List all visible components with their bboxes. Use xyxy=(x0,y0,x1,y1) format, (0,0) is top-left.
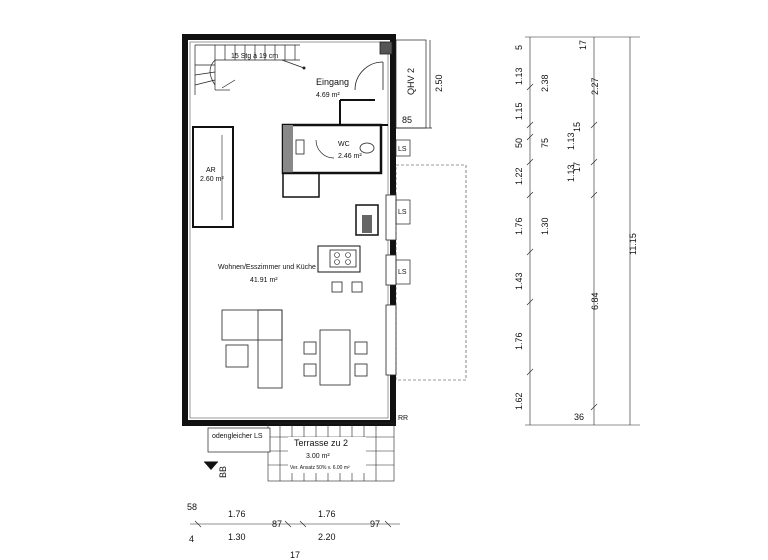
dim-b1-1: 1.76 xyxy=(228,509,246,519)
dim-b2-2: 2.20 xyxy=(318,532,336,542)
dim-b3-0: 17 xyxy=(290,550,300,560)
terrasse-area: 3.00 m² xyxy=(306,453,330,460)
ls-markers xyxy=(395,139,411,285)
dim-r2-0: 2.38 xyxy=(540,74,550,92)
ar-area: 2.60 m² xyxy=(200,176,224,183)
dim-r1-1: 1.13 xyxy=(514,67,524,85)
dim-b1-0: 58 xyxy=(187,502,197,512)
dim-r2-4: 6.84 xyxy=(590,292,600,310)
kitchen-island xyxy=(317,245,361,273)
living-label: Wohnen/Esszimmer und Küche xyxy=(218,264,316,271)
dim-b1-2: 87 xyxy=(272,519,282,529)
ar-label: AR xyxy=(206,167,216,174)
dim-r1-0: 5 xyxy=(514,45,524,50)
section-marker-icon xyxy=(204,461,218,470)
right-wall-windows xyxy=(385,194,397,376)
dim-r1-7: 1.76 xyxy=(514,332,524,350)
dim-total: 11.15 xyxy=(628,233,638,255)
dim-b2-1: 1.30 xyxy=(228,532,246,542)
sofa-icon xyxy=(221,309,283,389)
dim-r1-4: 1.22 xyxy=(514,167,524,185)
eingang-label: Eingang xyxy=(316,77,349,87)
stairs-label: 15 Stg à 19 cm xyxy=(231,53,278,60)
dim-r2-2: 1.13 xyxy=(566,164,576,182)
bar-stool-2 xyxy=(351,281,363,293)
ls-label-3: LS xyxy=(398,269,407,276)
terrasse-note: Ver. Ansatz 50% v. 6.00 m² xyxy=(290,465,350,471)
bodengleich-box xyxy=(207,427,271,453)
dim-r3-0: 17 xyxy=(578,40,588,50)
living-area: 41.91 m² xyxy=(250,277,278,284)
dim-r2-1: 75 xyxy=(540,138,550,148)
dim-r2-5: 36 xyxy=(574,412,584,422)
wc-sink-icon xyxy=(295,139,305,155)
eingang-area: 4.69 m² xyxy=(316,92,340,99)
dim-r3-3: 1.13 xyxy=(566,132,576,150)
dim-r3-4: 17 xyxy=(572,162,582,172)
dim-r2-3: 1.30 xyxy=(540,217,550,235)
terrasse-label: Terrasse zu 2 xyxy=(294,438,348,448)
dimension-lines-bottom xyxy=(190,520,400,528)
wc-label: WC xyxy=(338,141,350,148)
toilet-icon xyxy=(359,142,375,154)
dimension-lines-right xyxy=(525,36,640,426)
dim-r3-1: 2.27 xyxy=(590,77,600,95)
cooktop-icon xyxy=(329,249,357,268)
bodengleich-label: odengleicher LS xyxy=(212,433,263,440)
qhv-dim-85: 85 xyxy=(402,115,412,125)
dim-r1-2: 1.15 xyxy=(514,102,524,120)
bar-stool-1 xyxy=(331,281,343,293)
wc-wall-block xyxy=(283,125,293,173)
qhv-dim-2-50: 2.50 xyxy=(434,74,444,92)
qhv-label: QHV 2 xyxy=(406,68,416,95)
dim-r1-3: 50 xyxy=(514,138,524,148)
rr-label: RR xyxy=(398,415,408,422)
front-door xyxy=(354,41,393,91)
qhv-box xyxy=(395,39,432,129)
dim-r3-2: 15 xyxy=(572,122,582,132)
kitchen-sink-icon xyxy=(362,215,372,233)
dim-r1-6: 1.43 xyxy=(514,272,524,290)
ls-label-1: LS xyxy=(398,146,407,153)
dim-b1-3: 1.76 xyxy=(318,509,336,519)
stair-arrow xyxy=(281,59,305,69)
outer-walls xyxy=(182,34,396,426)
section-label: BB xyxy=(218,466,228,478)
staircase xyxy=(194,44,300,95)
kitchen-block xyxy=(282,172,379,236)
ls-label-2: LS xyxy=(398,209,407,216)
entrance-walls xyxy=(339,99,388,126)
wc-walls xyxy=(281,123,383,175)
dim-b2-0: 4 xyxy=(189,534,194,544)
wc-door-swing xyxy=(315,139,335,159)
ar-room xyxy=(192,126,234,228)
dim-r1-5: 1.76 xyxy=(514,217,524,235)
dim-b1-4: 97 xyxy=(370,519,380,529)
dim-r1-8: 1.62 xyxy=(514,392,524,410)
dining-table-icon xyxy=(303,329,368,386)
wc-area: 2.46 m² xyxy=(338,153,362,160)
